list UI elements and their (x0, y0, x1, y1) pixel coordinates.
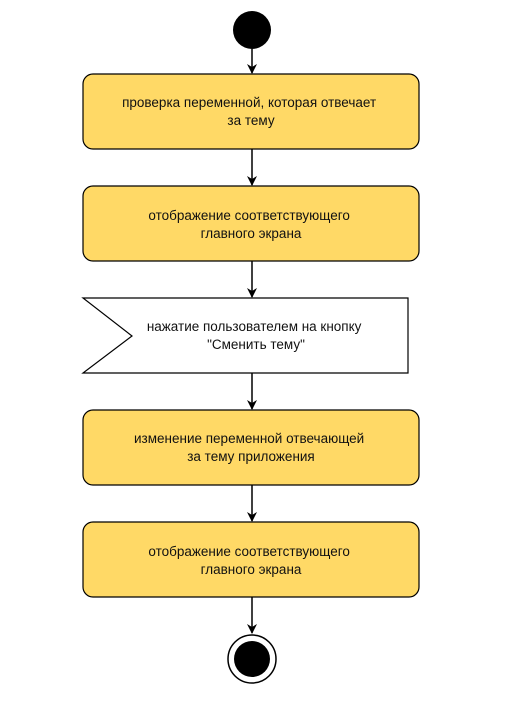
signal-label-line1: нажатие пользователем на кнопку (147, 319, 362, 334)
action-label-line2: за тему приложения (187, 449, 315, 464)
action-label-line1: отображение соответствующего (148, 208, 350, 223)
action-label-line1: проверка переменной, которая отвечает (122, 95, 376, 110)
action-box (82, 409, 420, 486)
action-show-main-screen-1: отображение соответствующего главного эк… (82, 185, 420, 262)
action-check-theme-variable: проверка переменной, которая отвечает за… (82, 73, 420, 150)
action-label-line2: за тему (227, 113, 274, 128)
action-label-line1: отображение соответствующего (148, 544, 350, 559)
action-change-theme-variable: изменение переменной отвечающей за тему … (82, 409, 420, 486)
svg-text:проверка переменной, которая о: проверка переменной, которая отвечает за… (122, 95, 380, 128)
signal-label-line2: "Сменить тему" (207, 337, 305, 352)
action-label-line2: главного экрана (201, 226, 302, 241)
svg-text:изменение переменной отвечающе: изменение переменной отвечающей за тему … (134, 431, 368, 464)
action-label-line2: главного экрана (201, 562, 302, 577)
svg-text:отображение соответствующего: отображение соответствующего главного эк… (148, 208, 353, 241)
action-show-main-screen-2: отображение соответствующего главного эк… (82, 521, 420, 598)
end-node (227, 634, 277, 684)
action-box (82, 521, 420, 598)
signal-user-clicks-change-theme: нажатие пользователем на кнопку "Сменить… (81, 297, 409, 374)
signal-shape (81, 297, 409, 374)
action-box (82, 185, 420, 262)
end-node-dot (234, 641, 270, 677)
action-box (82, 73, 420, 150)
action-label-line1: изменение переменной отвечающей (134, 431, 364, 446)
svg-text:нажатие пользователем на кнопк: нажатие пользователем на кнопку "Сменить… (147, 319, 365, 352)
svg-text:отображение соответствующего: отображение соответствующего главного эк… (148, 544, 353, 577)
start-node (233, 11, 271, 49)
